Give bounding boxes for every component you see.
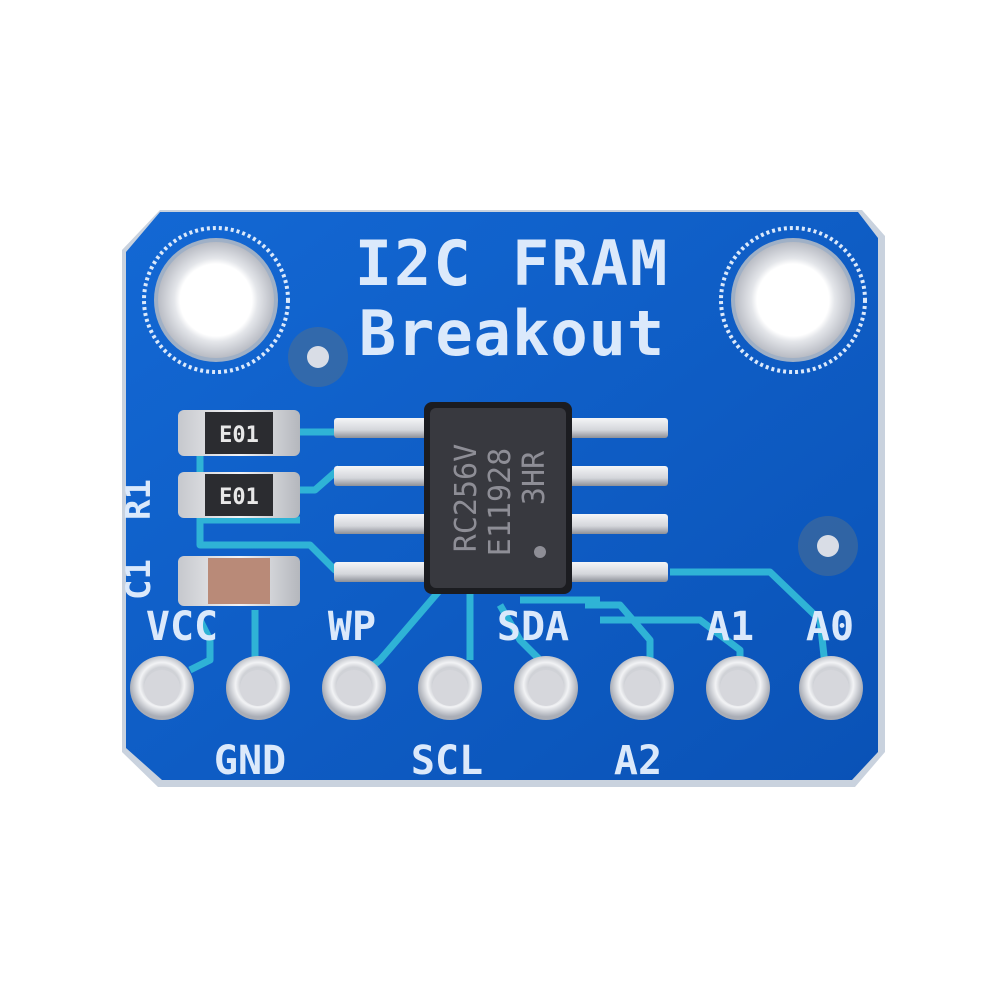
pin-label-a2: A2 (614, 738, 662, 784)
pad-wp (322, 656, 386, 720)
pad-sda (514, 656, 578, 720)
pad-a1 (706, 656, 770, 720)
pin-label-gnd: GND (214, 738, 286, 784)
resistor-1: E01 (178, 410, 300, 456)
board-title-line2: Breakout (359, 297, 666, 370)
board-title-line1: I2C FRAM (355, 227, 670, 300)
chip-marking-line2: E11928 (483, 448, 518, 556)
pin-label-vcc: VCC (146, 604, 218, 650)
pin-label-a1: A1 (706, 604, 754, 650)
pad-a0 (799, 656, 863, 720)
fram-chip: RC256V E11928 3HR (424, 402, 572, 594)
chip-legs-left (334, 418, 434, 582)
label-r1: R1 (119, 479, 159, 520)
pad-gnd (226, 656, 290, 720)
via-top (288, 327, 348, 387)
pad-scl (418, 656, 482, 720)
pin-label-wp: WP (328, 604, 376, 650)
chip-legs-right (568, 418, 668, 582)
pin-label-a0: A0 (806, 604, 854, 650)
capacitor-c1 (178, 556, 300, 606)
mounting-hole-left (142, 226, 290, 374)
label-c1: C1 (119, 559, 159, 600)
chip-pin1-dot (534, 546, 546, 558)
pin-label-sda: SDA (497, 604, 569, 650)
header-pads (130, 656, 863, 720)
resistor-2: E01 (178, 472, 300, 518)
resistor-2-code: E01 (219, 485, 259, 510)
mounting-hole-right (719, 226, 867, 374)
pin-labels-top: VCC WP SDA A1 A0 (146, 604, 854, 650)
pin-label-scl: SCL (411, 738, 483, 784)
chip-marking-line3: 3HR (517, 450, 552, 505)
pad-a2 (610, 656, 674, 720)
via-right (798, 516, 858, 576)
resistor-1-code: E01 (219, 423, 259, 448)
pin-labels-bottom: GND SCL A2 (214, 738, 662, 784)
pad-vcc (130, 656, 194, 720)
chip-marking-line1: RC256V (449, 444, 484, 552)
